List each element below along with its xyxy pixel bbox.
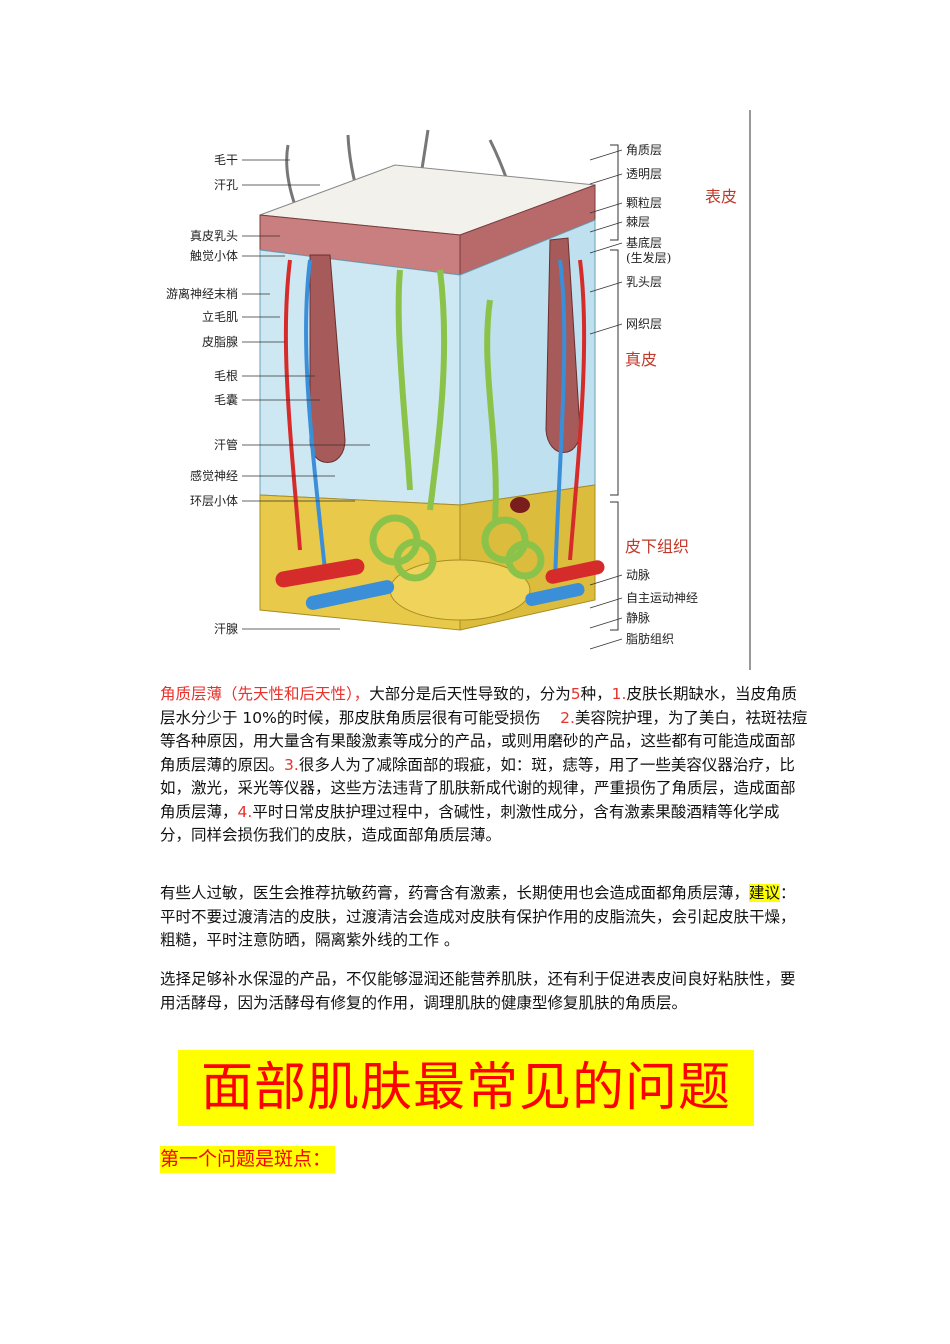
figure-label-left: 毛囊 xyxy=(214,392,238,407)
figure-label-right: 动脉 xyxy=(626,567,650,582)
advice-highlight: 建议 xyxy=(749,884,781,902)
figure-label-right: 乳头层 xyxy=(626,275,662,289)
figure-label-left: 毛根 xyxy=(214,369,238,383)
nerve xyxy=(427,269,448,511)
sweat-gland xyxy=(393,538,437,582)
figure-label-left: 真皮乳头 xyxy=(190,229,238,243)
leader-line xyxy=(589,597,623,609)
p1-e: 很多人为了减除面部的瑕疵，如：斑，痣等，用了一些美容仪器治疗，比如，激光，采光等… xyxy=(160,755,796,821)
group-label-dermis: 真皮 xyxy=(625,350,657,369)
figure-label-right: 棘层 xyxy=(626,215,650,229)
leader-line xyxy=(589,281,623,293)
figure-label-left: 汗孔 xyxy=(214,178,238,192)
figure-label-right: (生发层) xyxy=(626,250,671,265)
figure-label-left: 环层小体 xyxy=(190,494,238,508)
figure-label-left: 立毛肌 xyxy=(202,309,238,324)
leader-line xyxy=(589,242,623,254)
figure-label-right: 网织层 xyxy=(626,317,662,331)
figure-label-right: 基底层 xyxy=(626,235,662,250)
figure-label-right: 自主运动神经 xyxy=(626,591,698,605)
figure-label-left: 毛干 xyxy=(214,153,238,167)
vein-branch xyxy=(553,259,567,581)
leader-line xyxy=(589,638,623,650)
skin-structure-diagram: 毛干汗孔真皮乳头触觉小体游离神经末梢立毛肌皮脂腺毛根毛囊汗管感觉神经环层小体汗腺… xyxy=(160,110,760,670)
p1-c: 皮肤长期缺水，当皮角质层水分少于 10%的时候，那皮肤角质层很有可能受损伤 xyxy=(160,685,797,727)
p1-f: 平时日常皮肤护理过程中，含碱性，刺激性成分，含有激素果酸酒精等化学成分，同样会损… xyxy=(160,802,780,845)
dermis-front xyxy=(259,249,461,506)
artery-branch xyxy=(568,259,587,561)
p1-a: 大部分是后天性导致的，分为 xyxy=(369,685,571,703)
paragraph-product-advice: 选择足够补水保湿的产品，不仅能够湿润还能营养肌肤，还有利于促进表皮间良好粘肤性，… xyxy=(160,970,796,1012)
nerve xyxy=(395,269,413,491)
figure-label-left: 触觉小体 xyxy=(190,249,238,263)
figure-label-left: 汗腺 xyxy=(214,622,238,636)
p2-a: 有些人过敏，医生会推荐抗敏药膏，药膏含有激素，长期使用也会造成面都角质层薄， xyxy=(160,884,750,902)
p1-n4: 4. xyxy=(237,802,253,821)
vein xyxy=(525,583,585,606)
dermis-brace xyxy=(610,249,619,496)
subcutis-brace xyxy=(610,501,619,631)
vein-branch xyxy=(303,259,327,571)
p1-d: 美容院护理，为了美白，祛斑祛痘等各种原因，用大量含有果酸激素等成分的产品，或则用… xyxy=(160,708,808,774)
vein xyxy=(305,580,395,610)
figure-label-left: 感觉神经 xyxy=(190,468,238,483)
skin-diagram-svg: 毛干汗孔真皮乳头触觉小体游离神经末梢立毛肌皮脂腺毛根毛囊汗管感觉神经环层小体汗腺… xyxy=(166,110,751,670)
paragraph-allergy-advice: 有些人过敏，医生会推荐抗敏药膏，药膏含有激素，长期使用也会造成面都角质层薄，建议… xyxy=(160,882,810,953)
figure-label-left: 汗管 xyxy=(214,437,238,452)
leader-line xyxy=(589,149,623,161)
figure-label-left: 皮脂腺 xyxy=(202,334,238,349)
figure-label-right: 角质层 xyxy=(626,143,662,157)
figure-label-right: 静脉 xyxy=(626,610,650,625)
sweat-gland xyxy=(481,516,529,564)
p1-count: 5 xyxy=(570,685,581,703)
figure-label-right: 脂肪组织 xyxy=(626,631,674,646)
epidermis-brace xyxy=(610,144,619,241)
leader-line xyxy=(589,173,623,185)
p1-b: 种， xyxy=(580,685,612,703)
artery-branch xyxy=(283,259,302,551)
artery xyxy=(275,558,365,588)
figure-label-right: 透明层 xyxy=(626,167,662,181)
paragraph-thin-stratum-corneum: 角质层薄（先天性和后天性），大部分是后天性导致的，分为5种，1.皮肤长期缺水，当… xyxy=(160,683,810,848)
leader-line xyxy=(589,202,623,214)
leader-line xyxy=(589,574,623,586)
sweat-gland xyxy=(505,540,545,580)
p1-n2: 2. xyxy=(560,708,575,727)
leader-line xyxy=(589,221,623,233)
p1-lead: 角质层薄（先天性和后天性）， xyxy=(160,685,370,703)
lamellar-corpuscle xyxy=(510,497,530,513)
figure-label-left: 游离神经末梢 xyxy=(166,286,238,301)
group-label-subcutis: 皮下组织 xyxy=(625,537,689,556)
p1-n1: 1. xyxy=(611,685,627,703)
leader-line xyxy=(589,617,623,629)
nerve xyxy=(484,299,499,521)
subheading-spots: 第一个问题是斑点： xyxy=(160,1146,336,1173)
p1-n3: 3. xyxy=(284,755,299,774)
p2-b: ：平时不要过渡清洁的皮肤，过渡清洁会造成对皮肤有保护作用的皮脂流失，会引起皮肤干… xyxy=(160,884,796,949)
group-label-epidermis: 表皮 xyxy=(705,187,737,206)
leader-line xyxy=(589,323,623,335)
figure-label-right: 颗粒层 xyxy=(626,195,662,210)
artery xyxy=(545,560,605,584)
section-heading: 面部肌肤最常见的问题 xyxy=(178,1050,754,1126)
